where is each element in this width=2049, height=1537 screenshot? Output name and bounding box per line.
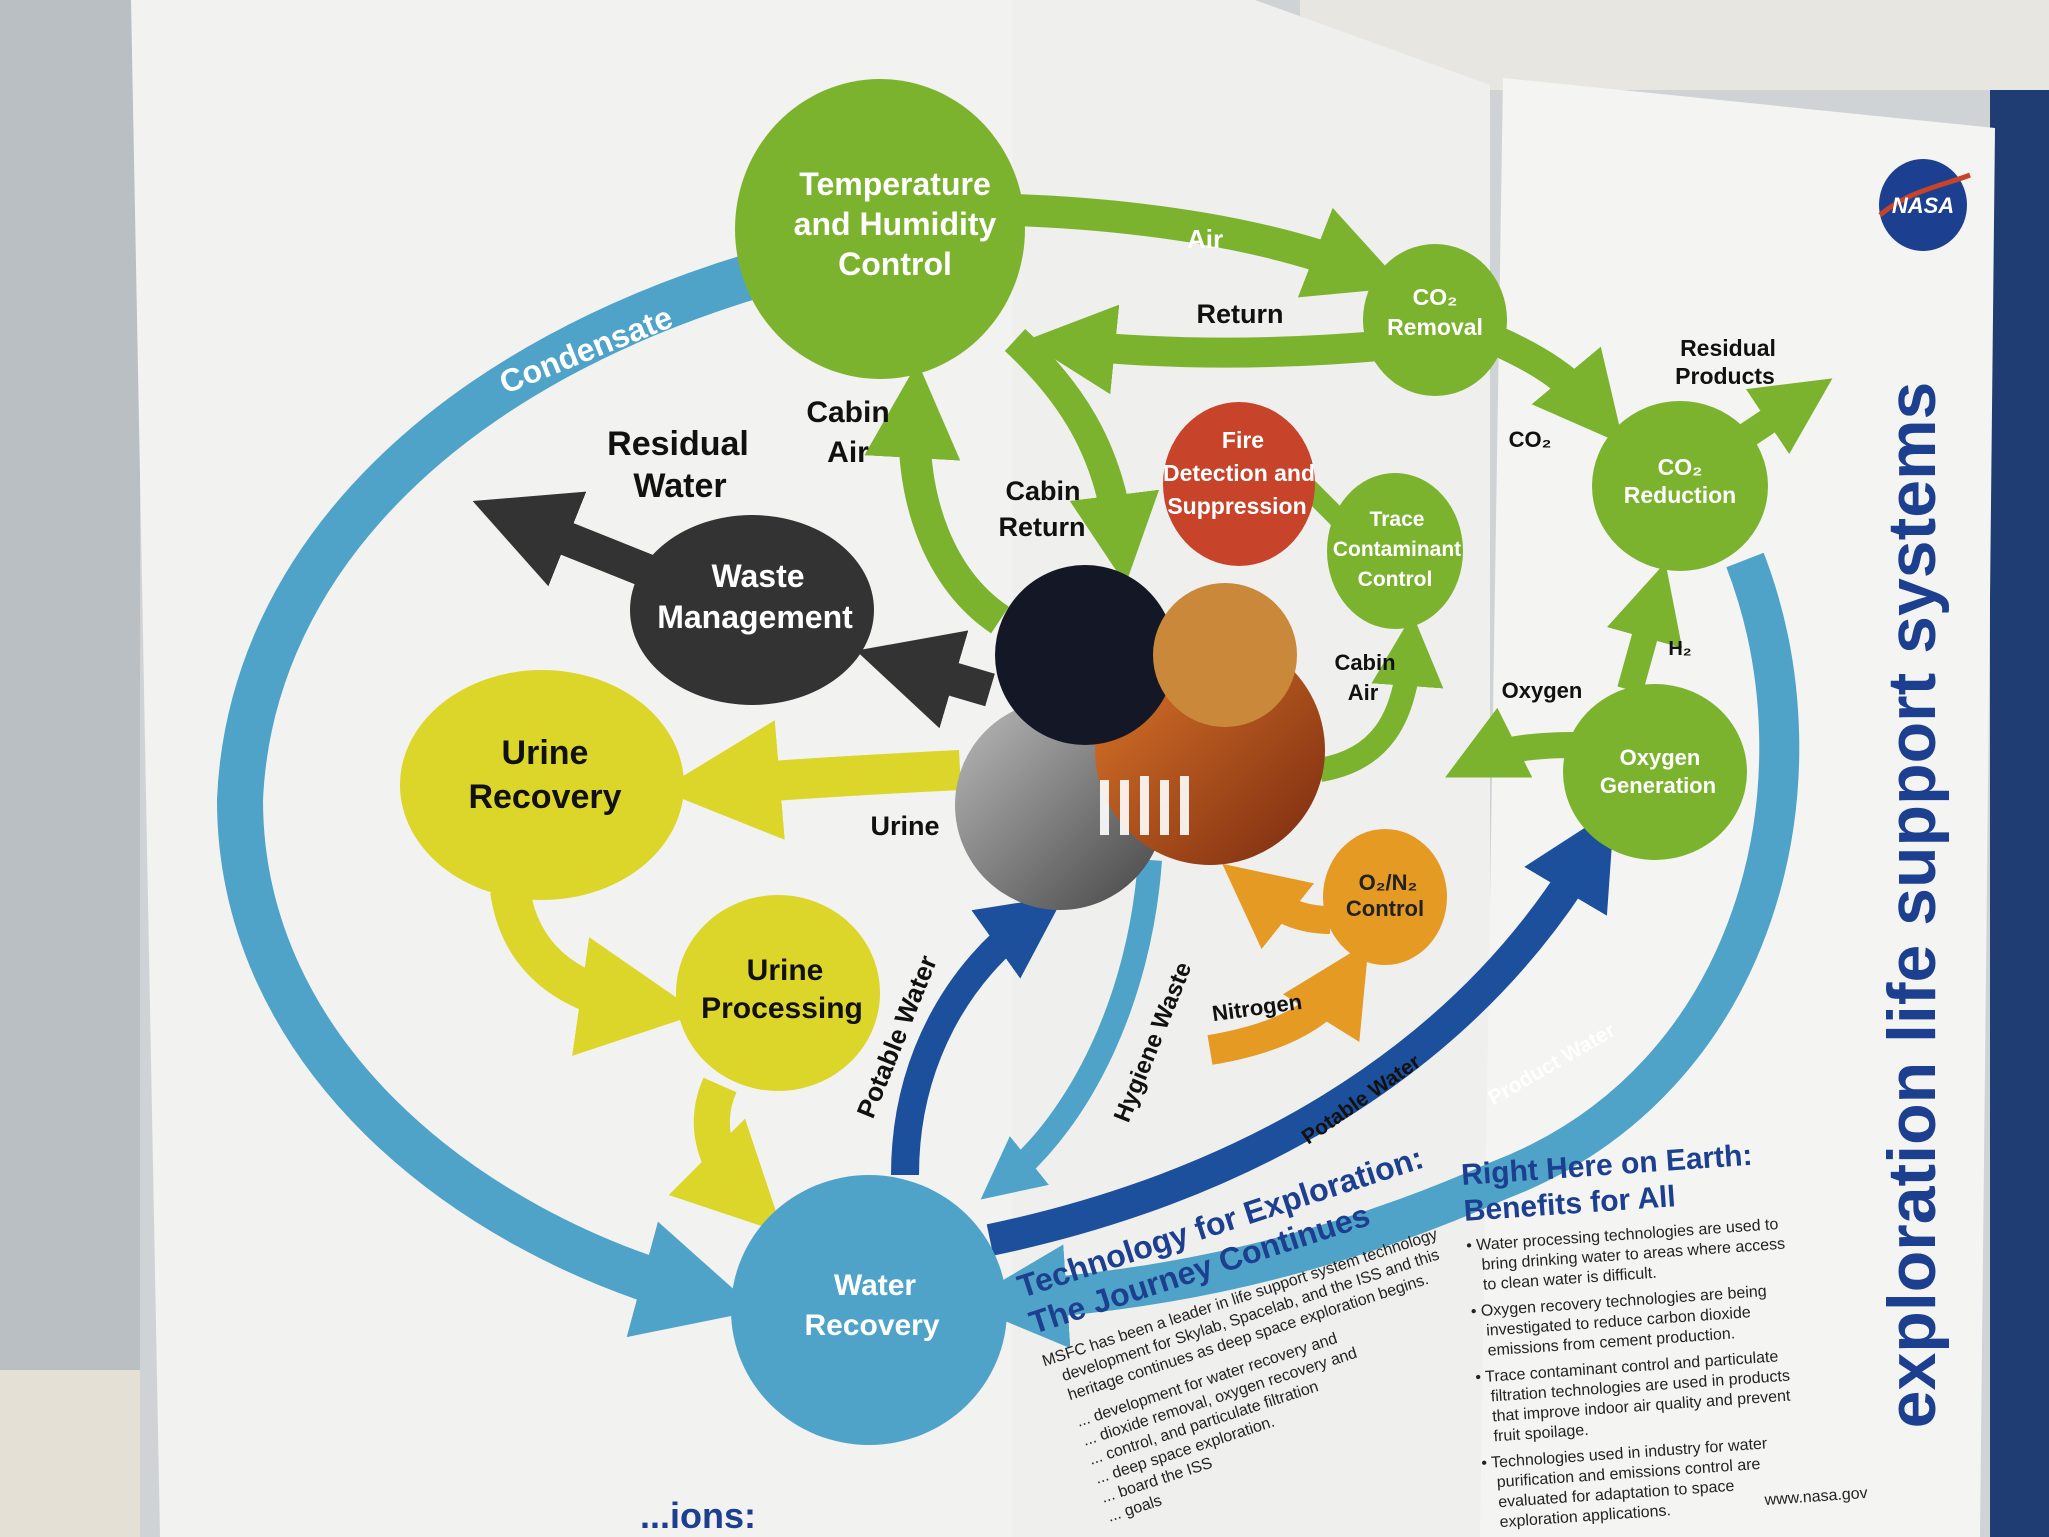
node-co2-removal: CO₂ Removal <box>1363 244 1507 396</box>
svg-text:Control: Control <box>1346 896 1424 921</box>
hygiene-waste-arrow <box>980 859 1162 1200</box>
node-temperature-humidity-control: Temperature and Humidity Control <box>735 79 1025 379</box>
svg-text:Fire: Fire <box>1222 427 1264 453</box>
urine-arrow <box>660 720 961 840</box>
nasa-logo: NASA <box>1878 159 1971 251</box>
urine-processing-to-water-arrow <box>668 1077 784 1234</box>
label-residual-water-2: Water <box>633 467 726 505</box>
room-wall-left <box>0 0 140 1537</box>
node-trace-contaminant-control: Trace Contaminant Control <box>1327 473 1463 629</box>
node-oxygen-generation: Oxygen Generation <box>1563 684 1747 860</box>
h2-arrow <box>1606 562 1683 694</box>
benefit-bullet-line: fruit spoilage. <box>1493 1422 1589 1446</box>
label-cabin-air-2: Air <box>827 436 869 469</box>
svg-text:Processing: Processing <box>701 992 863 1025</box>
node-water-recovery: Water Recovery <box>731 1175 1007 1445</box>
label-cabin-return-2: Return <box>999 512 1086 542</box>
node-co2-reduction: CO₂ Reduction <box>1592 401 1768 571</box>
svg-text:CO₂: CO₂ <box>1413 284 1458 310</box>
svg-text:Detection and: Detection and <box>1163 460 1315 486</box>
svg-text:Suppression: Suppression <box>1167 493 1306 519</box>
svg-text:Generation: Generation <box>1600 773 1716 798</box>
svg-text:Water: Water <box>834 1269 917 1302</box>
cabin-air-arrow <box>864 362 1010 634</box>
svg-text:Urine: Urine <box>747 954 824 987</box>
label-air: Air <box>1187 224 1223 254</box>
condensate-arrow <box>216 245 787 1338</box>
svg-text:and Humidity: and Humidity <box>794 206 997 242</box>
svg-text:Recovery: Recovery <box>468 778 621 816</box>
waste-input-arrow <box>856 630 995 729</box>
svg-text:Trace: Trace <box>1370 508 1425 531</box>
label-residual-products: Residual <box>1680 335 1776 361</box>
left-bottom-heading-fragment: ...ions: <box>640 1495 756 1536</box>
product-water-arrow <box>963 552 1800 1349</box>
label-urine: Urine <box>870 811 939 841</box>
return-arrow <box>1025 304 1392 395</box>
label-cabin-air-trace-2: Air <box>1348 680 1379 705</box>
label-return: Return <box>1197 299 1284 329</box>
technology-section: Technology for Exploration: The Journey … <box>1013 1139 1441 1525</box>
node-fire-detection-suppression: Fire Detection and Suppression <box>1163 402 1315 566</box>
svg-text:Contaminant: Contaminant <box>1333 538 1461 561</box>
svg-text:Control: Control <box>1358 568 1433 591</box>
nitrogen-arrow <box>1207 941 1369 1065</box>
room-floor <box>0 1370 140 1537</box>
cabin-air-arrow-trace <box>1317 614 1444 782</box>
residual-products-arrow <box>1732 378 1833 455</box>
o2n2-output-arrow <box>1222 863 1331 950</box>
label-co2: CO₂ <box>1509 427 1552 452</box>
center-image-montage <box>955 565 1325 910</box>
node-o2-n2-control: O₂/N₂ Control <box>1323 829 1447 965</box>
svg-text:O₂/N₂: O₂/N₂ <box>1359 870 1418 895</box>
svg-text:Waste: Waste <box>711 558 804 594</box>
label-cabin-air-trace: Cabin <box>1334 650 1395 675</box>
svg-text:Urine: Urine <box>502 734 589 772</box>
label-cabin-return: Cabin <box>1005 476 1080 506</box>
svg-text:CO₂: CO₂ <box>1658 454 1703 480</box>
svg-text:Management: Management <box>657 599 853 635</box>
svg-text:Reduction: Reduction <box>1624 482 1736 508</box>
co2-arrow <box>1488 326 1624 445</box>
svg-text:Control: Control <box>838 246 952 282</box>
potable-water-arrow-up <box>891 895 1065 1176</box>
node-urine-processing: Urine Processing <box>676 895 880 1091</box>
potable-water-arrow-right <box>986 808 1615 1256</box>
air-arrow <box>1014 194 1405 298</box>
label-residual-water: Residual <box>607 425 749 463</box>
label-oxygen: Oxygen <box>1502 678 1583 703</box>
label-residual-products-2: Products <box>1675 363 1775 389</box>
oxygen-arrow <box>1445 707 1576 778</box>
room-wall-right <box>1990 40 2049 1537</box>
banner-title: exploration life support systems <box>1874 382 1950 1429</box>
cabin-return-arrow <box>1004 328 1160 585</box>
svg-text:Temperature: Temperature <box>799 166 990 202</box>
svg-text:NASA: NASA <box>1892 193 1954 218</box>
svg-text:Recovery: Recovery <box>804 1309 939 1342</box>
svg-text:Oxygen: Oxygen <box>1620 745 1701 770</box>
node-waste-management: Waste Management <box>630 515 874 705</box>
label-cabin-air: Cabin <box>806 396 889 429</box>
svg-text:Removal: Removal <box>1387 314 1483 340</box>
label-h2: H₂ <box>1668 638 1691 660</box>
urine-recovery-to-processing-arrow <box>490 886 700 1056</box>
node-urine-recovery: Urine Recovery <box>400 670 684 900</box>
